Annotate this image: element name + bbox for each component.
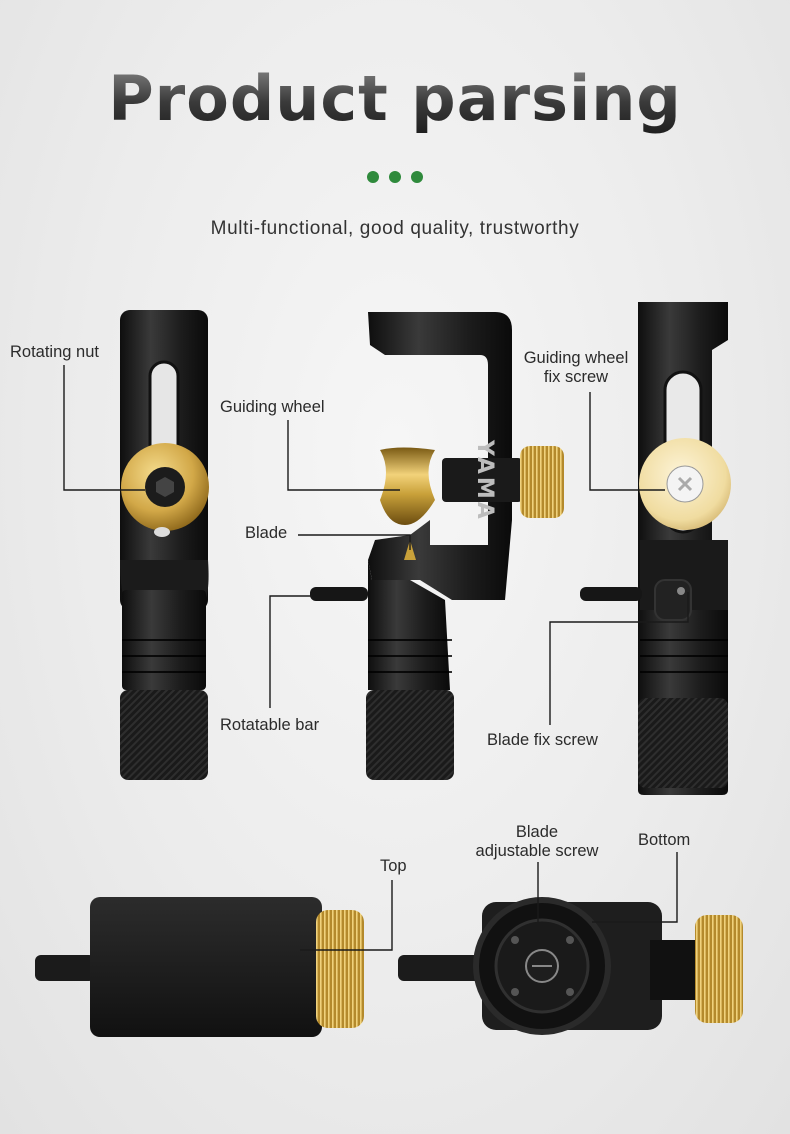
label-guiding-wheel: Guiding wheel [220, 398, 325, 416]
blade-fix-screw-icon [677, 587, 685, 595]
accent-dot [411, 171, 423, 183]
label-blade-fix-screw: Blade fix screw [487, 731, 598, 749]
page-title: Product parsing [0, 62, 790, 135]
accent-dot [389, 171, 401, 183]
label-line: adjustable screw [475, 842, 599, 860]
center-tool-view: YAMA [310, 312, 564, 780]
bottom-view-knob-icon [695, 915, 743, 1023]
accent-dot [367, 171, 379, 183]
guiding-wheel-icon [380, 447, 435, 525]
label-guiding-wheel-fix-screw: Guiding wheel fix screw [512, 349, 640, 387]
brand-logo: YAMA [472, 439, 497, 522]
center-knob-icon [520, 446, 564, 518]
right-tool-view [580, 302, 731, 795]
top-view-tool [35, 897, 364, 1037]
label-line: Guiding wheel [523, 349, 629, 367]
callout-lines [63, 365, 689, 951]
top-view-knob-icon [316, 910, 364, 1028]
bottom-view-tool [398, 897, 743, 1035]
label-top: Top [380, 857, 407, 875]
label-line: fix screw [543, 368, 609, 386]
label-line: Blade [515, 823, 559, 841]
left-tool-view [120, 310, 209, 780]
page-subtitle: Multi-functional, good quality, trustwor… [210, 218, 580, 239]
label-blade: Blade [245, 524, 288, 542]
label-rotating-nut: Rotating nut [10, 343, 99, 361]
accent-dots [0, 171, 790, 183]
label-blade-adjustable-screw: Blade adjustable screw [462, 823, 612, 861]
label-bottom: Bottom [638, 831, 691, 849]
label-rotatable-bar: Rotatable bar [220, 716, 320, 734]
